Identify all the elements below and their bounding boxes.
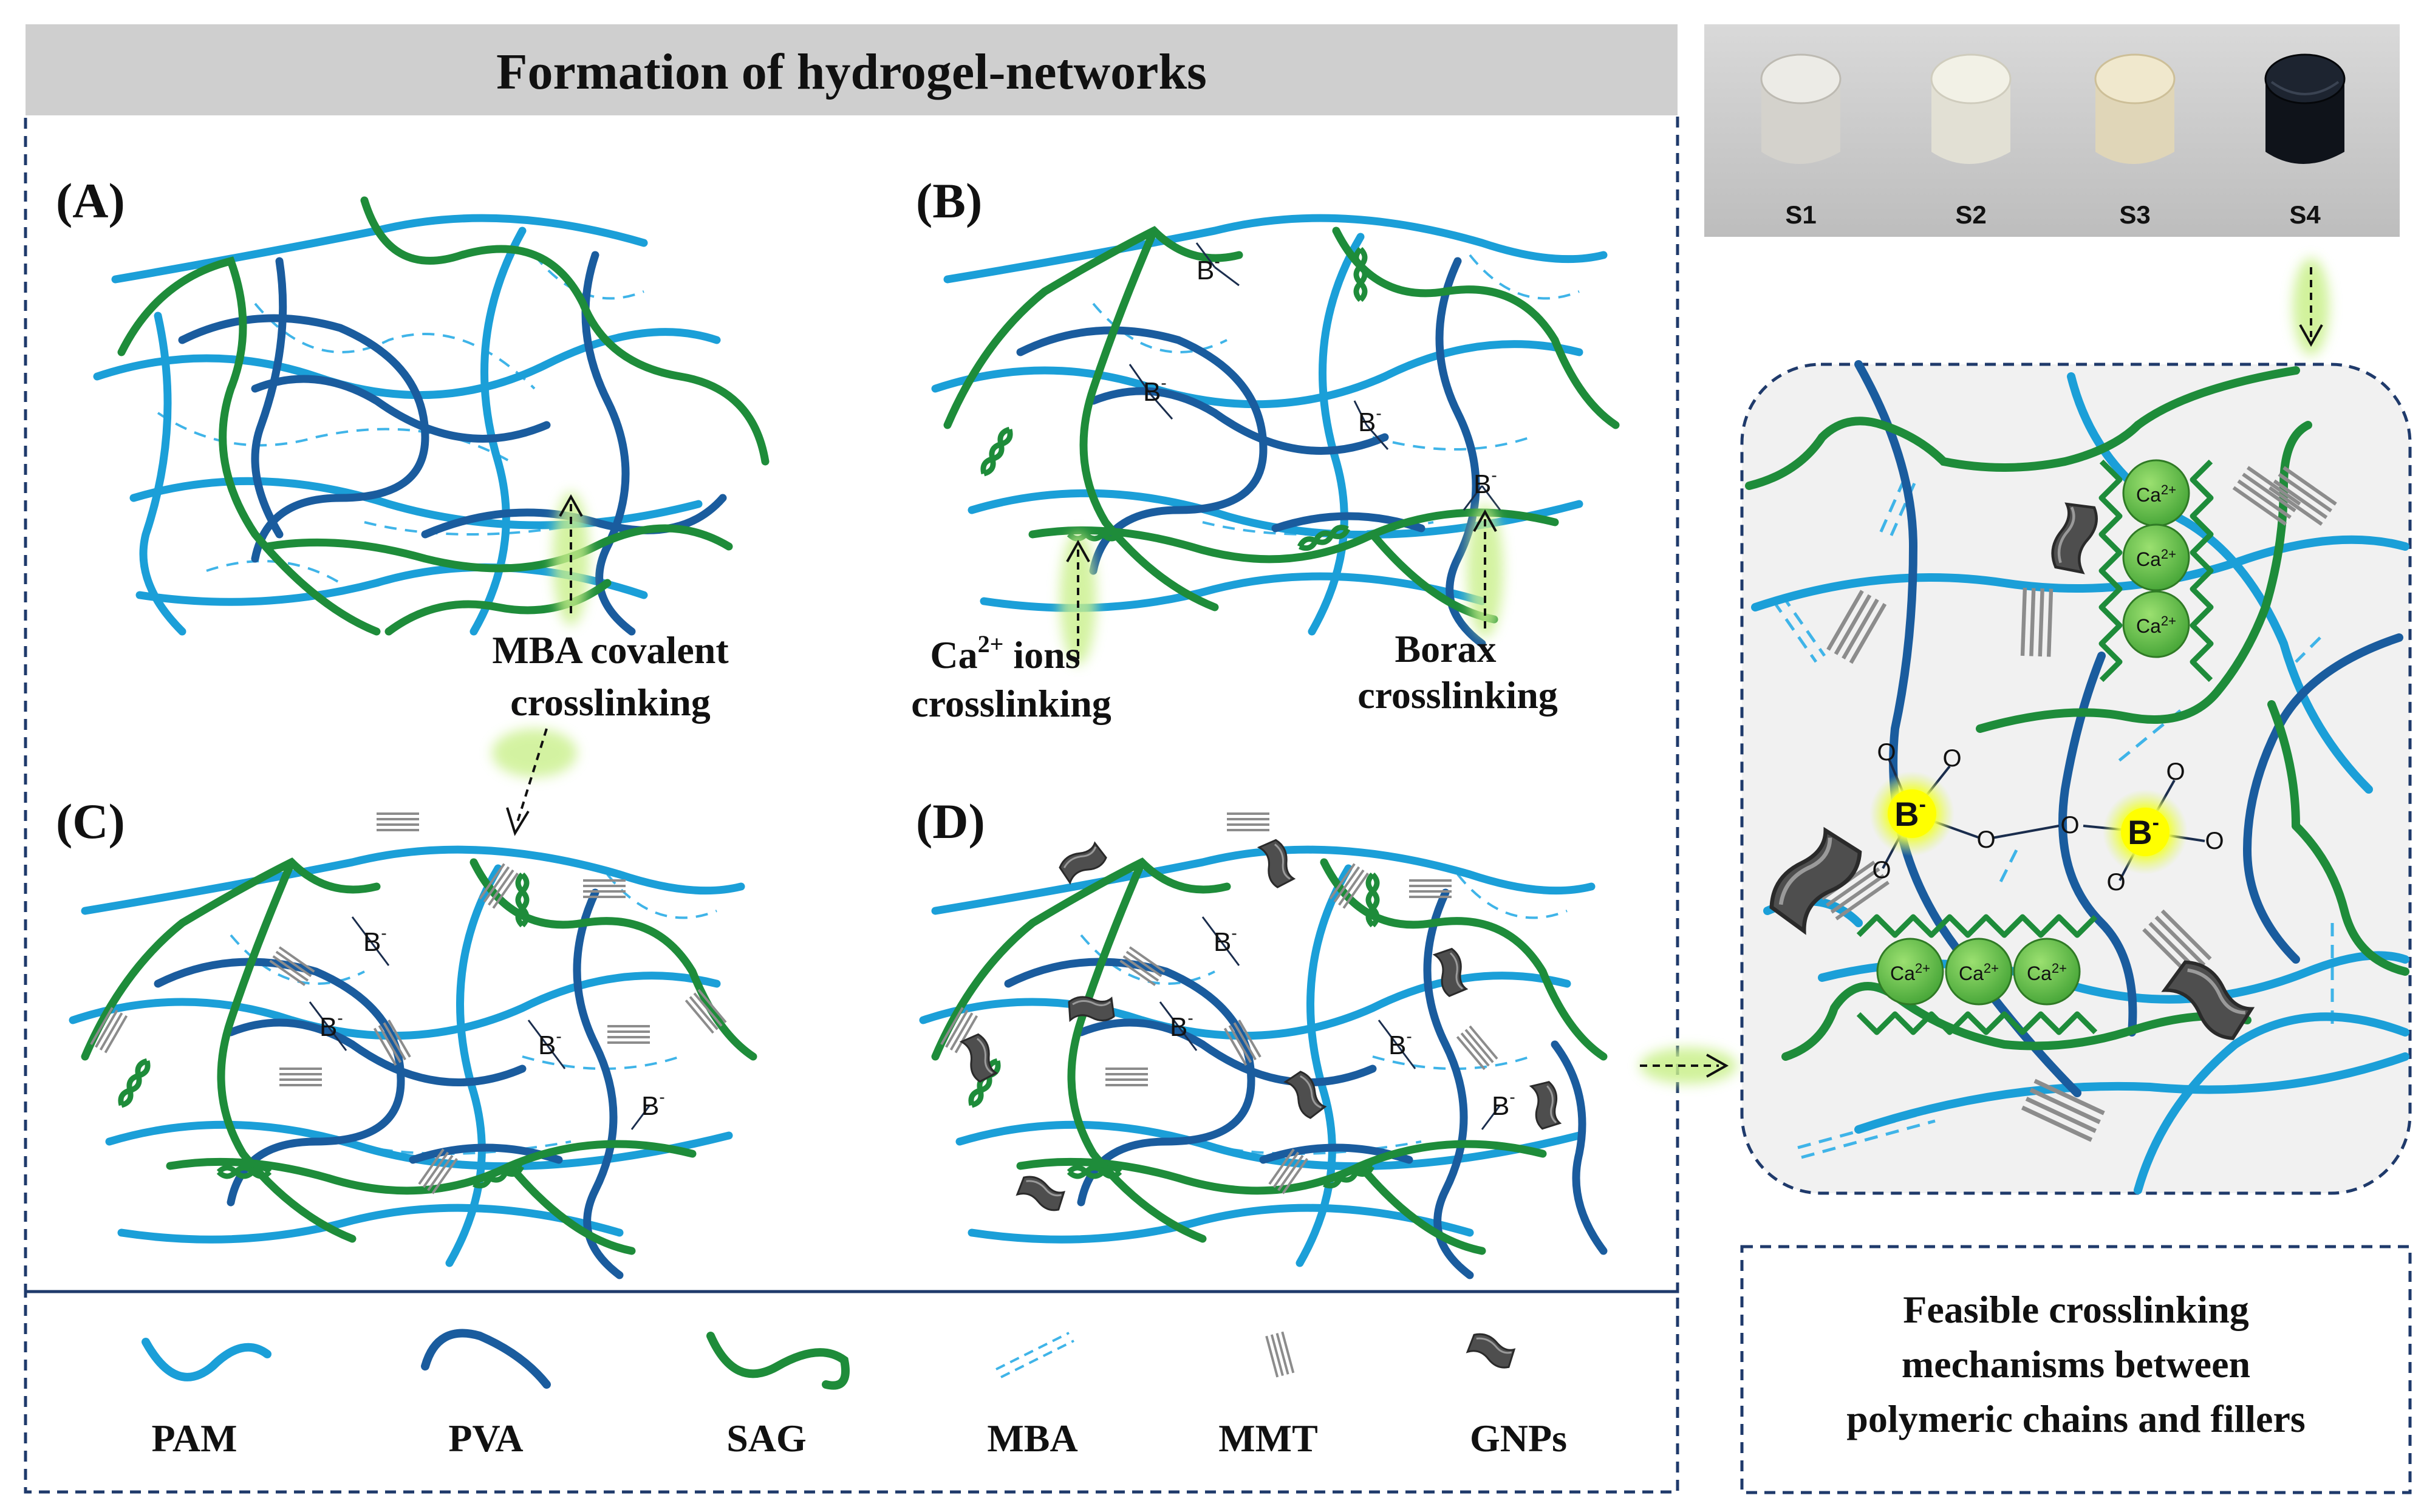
legend-label-mmt: MMT bbox=[1218, 1417, 1318, 1460]
boron-label-d3: B bbox=[1388, 1030, 1406, 1060]
photo-to-mechanism-arrow bbox=[2293, 258, 2329, 355]
sag-chain-icon bbox=[706, 1332, 850, 1390]
svg-text:B-: B- bbox=[1492, 1088, 1515, 1121]
boron-label-d4: B bbox=[1492, 1091, 1509, 1121]
mba-annotation-line2: crosslinking bbox=[510, 681, 711, 724]
mmt-sheet-icon bbox=[1265, 1330, 1295, 1378]
svg-text:B-: B- bbox=[319, 1009, 343, 1042]
mechanism-caption-line3: polymeric chains and fillers bbox=[1846, 1397, 2306, 1440]
sample-s4 bbox=[2264, 53, 2346, 164]
sample-label-s1: S1 bbox=[1785, 200, 1816, 229]
svg-text:Ca2+: Ca2+ bbox=[2027, 961, 2067, 984]
boron-label-c1: B bbox=[363, 927, 381, 957]
legend-label-pva: PVA bbox=[448, 1417, 523, 1460]
boron-label-b4: B bbox=[1473, 469, 1491, 499]
legend-label-gnps: GNPs bbox=[1470, 1417, 1567, 1460]
svg-text:Ca2+: Ca2+ bbox=[1959, 961, 1999, 984]
annotation-arrows-ab bbox=[492, 492, 1503, 836]
svg-text:B-: B- bbox=[1214, 924, 1237, 957]
legend: PAM PVA SAG MBA MMT GNPs bbox=[142, 1329, 1567, 1460]
figure-title: Formation of hydrogel-networks bbox=[496, 44, 1207, 100]
borax-annotation-line2: crosslinking bbox=[1357, 673, 1558, 717]
oxygen-label-2: O bbox=[1942, 745, 1961, 772]
panel-c-network: B- B- B- B- bbox=[69, 812, 757, 1279]
sample-s1 bbox=[1760, 53, 1842, 164]
pva-chain-icon bbox=[421, 1329, 551, 1389]
sample-s3 bbox=[2094, 53, 2176, 164]
boron-label-d2: B bbox=[1170, 1012, 1187, 1042]
mechanism-caption-line1: Feasible crosslinking bbox=[1903, 1288, 2249, 1331]
ca-annotation-line2: crosslinking bbox=[911, 682, 1111, 725]
svg-text:B-: B- bbox=[1894, 793, 1926, 833]
svg-text:B-: B- bbox=[1473, 466, 1497, 499]
sample-label-s2: S2 bbox=[1955, 200, 1986, 229]
legend-label-pam: PAM bbox=[152, 1417, 237, 1460]
sample-photo: S1 S2 S3 S4 bbox=[1704, 24, 2400, 237]
svg-text:B-: B- bbox=[1197, 252, 1220, 285]
pam-chain-icon bbox=[142, 1338, 271, 1381]
mba-annotation-line1: MBA covalent bbox=[492, 628, 729, 672]
title-bar bbox=[26, 24, 1678, 115]
oxygen-label-4: O bbox=[1976, 826, 1995, 853]
oxygen-label-6: O bbox=[2166, 758, 2185, 785]
mechanism-caption-line2: mechanisms between bbox=[1902, 1343, 2250, 1386]
panel-label-a: (A) bbox=[56, 173, 125, 228]
svg-text:B-: B- bbox=[641, 1088, 665, 1121]
svg-text:B-: B- bbox=[1170, 1009, 1193, 1042]
mechanism-caption-frame bbox=[1740, 1245, 2412, 1494]
boron-center-label-1: B bbox=[1894, 795, 1919, 833]
ca-ion-label-4: Ca bbox=[1890, 962, 1915, 984]
panel-d-network: B- B- B- B- bbox=[919, 812, 1608, 1279]
borax-annotation-line1: Borax bbox=[1395, 627, 1496, 670]
sample-s2 bbox=[1930, 53, 2012, 164]
panel-label-d: (D) bbox=[916, 794, 985, 849]
ca-annotation-line1: Ca2+ ions bbox=[930, 630, 1080, 676]
mba-link-icon bbox=[995, 1332, 1074, 1378]
panel-label-b: (B) bbox=[916, 173, 982, 228]
panel-d-to-mechanism-arrow bbox=[1640, 1047, 1737, 1084]
ca-ion-row: Ca2+ Ca2+ Ca2+ bbox=[1876, 938, 2081, 1006]
ca-ion-label-6: Ca bbox=[2027, 962, 2052, 984]
mechanism-panel: Ca2+ Ca2+ Ca2+ Ca2+ Ca2+ Ca2+ bbox=[1740, 360, 2412, 1195]
boron-label-b3: B bbox=[1197, 256, 1214, 285]
oxygen-label-5: O bbox=[2060, 812, 2079, 839]
svg-text:B-: B- bbox=[538, 1027, 562, 1060]
ca-ion-label-1: Ca bbox=[2136, 484, 2161, 506]
ca-ion-label-5: Ca bbox=[1959, 962, 1984, 984]
gnp-platelet-icon bbox=[1465, 1329, 1518, 1372]
ca-ion-label-3: Ca bbox=[2136, 615, 2161, 637]
oxygen-label-1: O bbox=[1877, 739, 1896, 766]
boron-label-b2: B bbox=[1358, 407, 1376, 437]
panel-label-c: (C) bbox=[56, 794, 125, 849]
legend-label-mba: MBA bbox=[987, 1417, 1077, 1460]
ca-ion-column: Ca2+ Ca2+ Ca2+ bbox=[2122, 459, 2190, 658]
ca-ion-label-2: Ca bbox=[2136, 548, 2161, 570]
sample-label-s3: S3 bbox=[2119, 200, 2150, 229]
oxygen-label-7: O bbox=[2205, 828, 2224, 854]
panel-a-network bbox=[93, 196, 770, 636]
boron-label-c3: B bbox=[538, 1030, 556, 1060]
svg-text:B-: B- bbox=[1358, 404, 1382, 437]
boron-label-b1: B bbox=[1143, 377, 1161, 407]
boron-center-label-2: B bbox=[2128, 813, 2152, 851]
svg-text:B-: B- bbox=[1143, 373, 1167, 407]
boron-label-c2: B bbox=[319, 1012, 337, 1042]
oxygen-label-8: O bbox=[2106, 869, 2125, 896]
svg-text:Ca2+: Ca2+ bbox=[2136, 482, 2176, 506]
boron-label-c4: B bbox=[641, 1091, 659, 1121]
svg-text:B-: B- bbox=[2128, 811, 2159, 851]
legend-label-sag: SAG bbox=[726, 1417, 807, 1460]
boron-label-d1: B bbox=[1214, 927, 1231, 957]
svg-text:Ca2+: Ca2+ bbox=[2136, 613, 2176, 637]
svg-text:B-: B- bbox=[1388, 1027, 1412, 1060]
oxygen-label-3: O bbox=[1872, 857, 1891, 884]
sample-label-s4: S4 bbox=[2289, 200, 2321, 229]
legend-frame bbox=[24, 1290, 1679, 1494]
svg-text:Ca2+: Ca2+ bbox=[2136, 547, 2176, 570]
svg-text:B-: B- bbox=[363, 924, 387, 957]
svg-text:Ca2+: Ca2+ bbox=[1890, 961, 1930, 984]
panel-b-network: B- B- B- B- bbox=[931, 214, 1620, 648]
